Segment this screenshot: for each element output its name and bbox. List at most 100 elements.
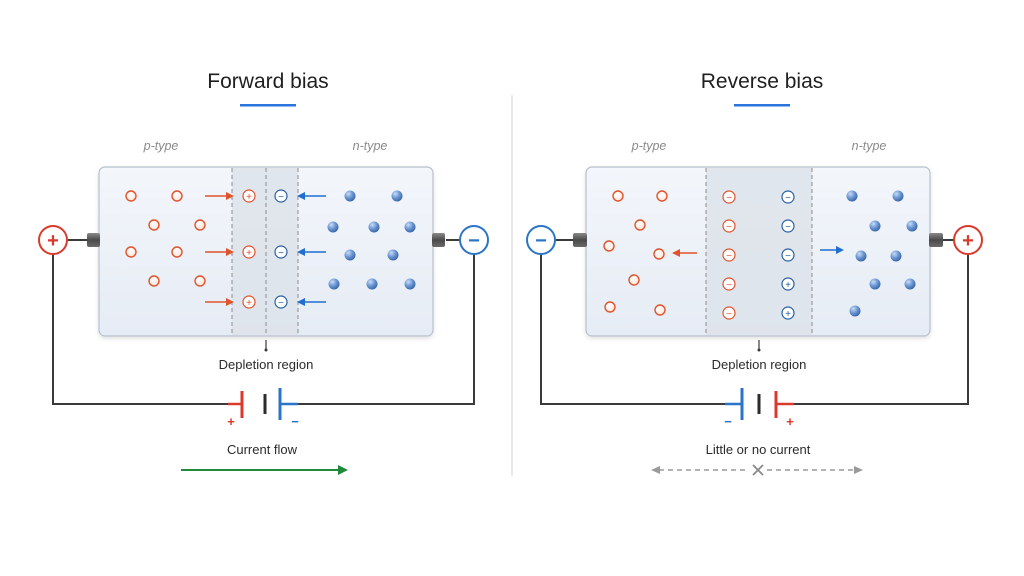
- forward-hole-arrows: [205, 192, 234, 306]
- hole: [656, 190, 668, 202]
- negative-ion: [274, 295, 288, 309]
- negative-ion: [274, 189, 288, 203]
- electron-arrow-head: [297, 248, 305, 256]
- battery-negative-sign: −: [291, 414, 299, 429]
- hole-arrow-head: [226, 298, 234, 306]
- negative-ion: [722, 190, 736, 204]
- reverse-bias-panel: Reverse bias p-type n-type − +: [526, 70, 983, 478]
- positive-ion-sign: +: [246, 298, 252, 309]
- negative-ion-sign: −: [785, 222, 791, 233]
- reverse-negative-terminal: [526, 225, 556, 255]
- electron-arrow-head: [297, 192, 305, 200]
- forward-connector-left: [87, 233, 100, 247]
- negative-ion-sign: −: [726, 251, 732, 262]
- forward-circuit-wire-left: [52, 255, 242, 405]
- electron: [391, 190, 403, 202]
- negative-ion: [722, 306, 736, 320]
- hole: [148, 219, 160, 231]
- hole: [171, 246, 183, 258]
- reverse-depletion-label: Depletion region: [712, 357, 807, 372]
- forward-holes: [125, 190, 206, 287]
- negative-ion: [781, 219, 795, 233]
- electron: [404, 278, 416, 290]
- reverse-no-current-cross-icon: [752, 464, 764, 476]
- negative-ion: [722, 248, 736, 262]
- forward-battery: + −: [227, 388, 299, 429]
- electron: [368, 221, 380, 233]
- forward-title-underline: [240, 104, 296, 107]
- negative-ion-sign: −: [785, 193, 791, 204]
- reverse-no-current-arrow-left: [651, 466, 660, 474]
- forward-positive-terminal-sign: +: [47, 230, 59, 252]
- hole-arrow-head: [226, 248, 234, 256]
- forward-depletion-pointer-dot: [264, 348, 268, 352]
- electron: [890, 250, 902, 262]
- forward-n-type-label: n-type: [353, 139, 388, 153]
- positive-ion-sign: +: [785, 309, 791, 320]
- positive-ion: [242, 295, 256, 309]
- reverse-current-label: Little or no current: [706, 442, 811, 457]
- reverse-connector-left: [573, 233, 587, 247]
- forward-connector-right: [432, 233, 445, 247]
- reverse-no-current-arrow-right: [854, 466, 863, 474]
- forward-negative-terminal: [459, 225, 489, 255]
- electron: [366, 278, 378, 290]
- negative-ion-sign: −: [278, 298, 284, 309]
- negative-ion-sign: −: [278, 192, 284, 203]
- reverse-depletion-pointer-dot: [757, 348, 761, 352]
- negative-ion: [722, 219, 736, 233]
- negative-ion-sign: −: [726, 280, 732, 291]
- electron: [328, 278, 340, 290]
- hole: [194, 275, 206, 287]
- reverse-hole-arrow-head: [672, 249, 680, 257]
- electron: [869, 278, 881, 290]
- reverse-depletion-region: [706, 168, 812, 335]
- reverse-battery: − +: [724, 388, 794, 429]
- reverse-positive-terminal-sign: +: [962, 230, 974, 252]
- negative-ion: [781, 190, 795, 204]
- reverse-title-underline: [734, 104, 790, 107]
- positive-ion: [242, 189, 256, 203]
- electron: [869, 220, 881, 232]
- reverse-electron-arrow-head: [836, 246, 844, 254]
- hole: [171, 190, 183, 202]
- positive-ion-sign: +: [246, 192, 252, 203]
- reverse-depletion-ions: − − − − − − − − + +: [722, 190, 795, 320]
- reverse-negative-terminal-sign: −: [535, 230, 547, 252]
- forward-bias-panel: Forward bias p-type n-type + −: [38, 70, 489, 475]
- positive-ion: [242, 245, 256, 259]
- electron: [892, 190, 904, 202]
- electron: [344, 249, 356, 261]
- positive-ion: [781, 306, 795, 320]
- hole-arrow-head: [226, 192, 234, 200]
- hole: [612, 190, 624, 202]
- reverse-holes: [603, 190, 668, 316]
- battery-negative-sign: −: [724, 414, 732, 429]
- reverse-n-type-label: n-type: [852, 139, 887, 153]
- forward-electrons: [327, 190, 416, 290]
- negative-ion: [722, 277, 736, 291]
- negative-ion-sign: −: [726, 309, 732, 320]
- battery-positive-sign: +: [786, 414, 794, 429]
- reverse-circuit-wire-right: [792, 255, 969, 405]
- forward-title: Forward bias: [207, 70, 328, 93]
- electron: [906, 220, 918, 232]
- forward-depletion-region: [232, 168, 298, 335]
- electron-arrow-head: [297, 298, 305, 306]
- negative-ion-sign: −: [726, 193, 732, 204]
- forward-electron-arrows: [297, 192, 326, 306]
- positive-ion-sign: +: [246, 248, 252, 259]
- hole: [654, 304, 666, 316]
- battery-positive-sign: +: [227, 414, 235, 429]
- hole: [603, 240, 615, 252]
- negative-ion-sign: −: [785, 251, 791, 262]
- hole: [194, 219, 206, 231]
- forward-current-arrow-head: [338, 465, 348, 475]
- reverse-electrons: [846, 190, 918, 317]
- electron: [855, 250, 867, 262]
- hole: [125, 190, 137, 202]
- hole: [125, 246, 137, 258]
- forward-depletion-ions: + + + − − −: [242, 189, 288, 309]
- electron: [846, 190, 858, 202]
